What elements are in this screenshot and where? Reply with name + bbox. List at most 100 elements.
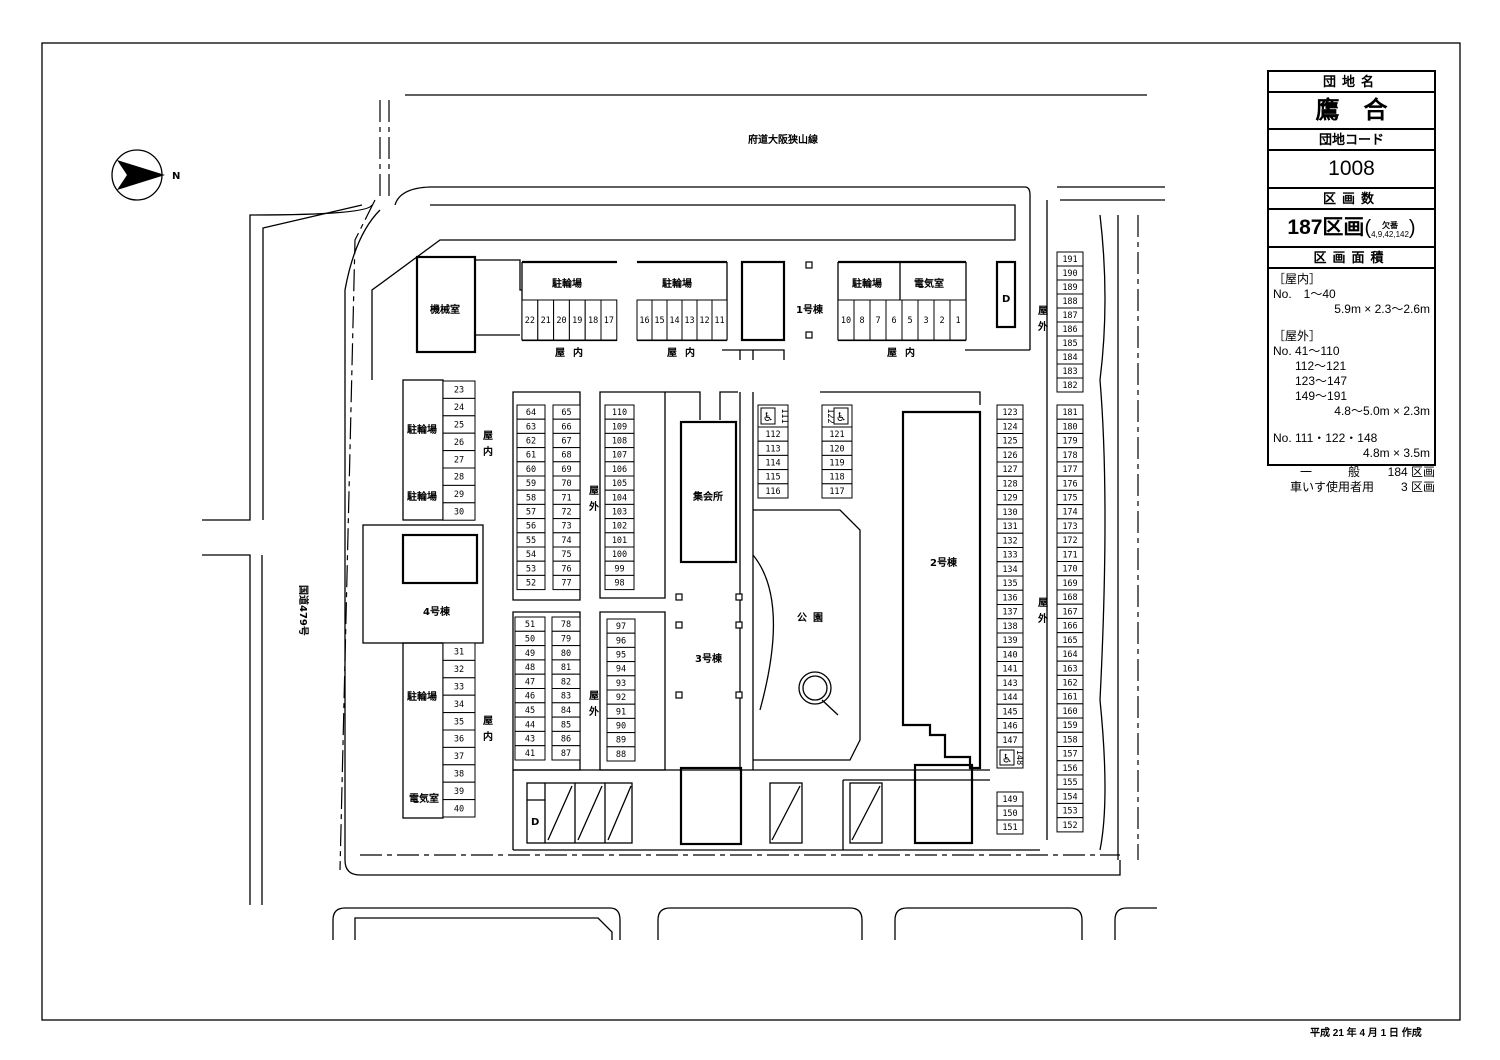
wheelchair-slot: ♿148 [996, 746, 1024, 769]
parking-slot: 45 [514, 702, 546, 718]
parking-slot: 191 [1056, 251, 1084, 267]
parking-slot: 171 [1056, 546, 1084, 563]
parking-slot: 187 [1056, 307, 1084, 323]
parking-slot: 130 [996, 504, 1024, 520]
parking-slot: 145 [996, 703, 1024, 719]
parking-slot: 39 [442, 781, 476, 801]
slot-number: 160 [1062, 707, 1077, 717]
parking-slot: 143 [996, 675, 1024, 691]
slot-number: 16 [639, 316, 649, 326]
parking-slot: 86 [551, 730, 581, 747]
slot-number: 20 [556, 316, 566, 326]
outdoor-range: No. 41〜110 [1273, 344, 1340, 358]
slot-number: 8 [859, 316, 864, 326]
slot-number: 121 [829, 430, 844, 440]
estate-code-header: 団地コード [1269, 130, 1434, 151]
parking-slot: 29 [442, 484, 476, 504]
parking-slot: 138 [996, 618, 1024, 634]
parking-slot: 63 [516, 418, 546, 434]
building2-box [901, 410, 982, 770]
parking-slot: 113 [757, 440, 789, 456]
bike-parking-label: 駐輪場 [662, 277, 692, 290]
parking-slot: 190 [1056, 265, 1084, 281]
slot-number: 59 [526, 479, 536, 489]
slot-number: 72 [561, 508, 571, 518]
parking-slot: 7 [869, 299, 887, 341]
slot-number: 177 [1062, 465, 1077, 475]
parking-slot: 144 [996, 689, 1024, 705]
north-compass-icon: N [111, 149, 180, 201]
parking-slot: 66 [552, 418, 581, 434]
building2-annex [913, 763, 974, 845]
parking-slot: 137 [996, 604, 1024, 620]
parking-slot: 98 [604, 574, 635, 591]
slot-number: 137 [1002, 608, 1017, 618]
slot-number: 86 [561, 735, 571, 745]
parking-slot: 10 [837, 299, 855, 341]
slot-number: 169 [1062, 579, 1077, 589]
parking-slot: 58 [516, 489, 546, 505]
slot-number: 188 [1062, 297, 1077, 307]
building2-label: 2号棟 [930, 556, 958, 569]
parking-slot: 184 [1056, 349, 1084, 365]
slot-number: 69 [561, 465, 571, 475]
slot-number: 17 [604, 316, 614, 326]
parking-slot: 152 [1056, 817, 1084, 833]
slot-number: 153 [1062, 807, 1077, 817]
slot-number: 174 [1062, 508, 1077, 518]
road-north-label: 府道大阪狭山線 [748, 133, 818, 146]
parking-slot: 44 [514, 716, 546, 732]
parking-slot: 126 [996, 447, 1024, 463]
slot-number: 88 [616, 750, 626, 760]
slot-number: 147 [1002, 736, 1017, 746]
slot-number: 135 [1002, 579, 1017, 589]
parking-slot: 85 [551, 716, 581, 732]
parking-slot: 47 [514, 673, 546, 690]
parking-slot: 147 [996, 732, 1024, 748]
slot-number: 112 [765, 430, 780, 440]
parking-slot: 54 [516, 546, 546, 562]
parking-slot: 50 [514, 630, 546, 647]
slot-number: 102 [612, 522, 627, 532]
road-west-label: 国道479号 [297, 585, 310, 636]
slot-number: 83 [561, 692, 571, 702]
parking-slot: 12 [696, 299, 713, 341]
slot-number: 124 [1002, 422, 1017, 432]
slot-number: 82 [561, 677, 571, 687]
parking-slot: 133 [996, 547, 1024, 563]
parking-slot: 38 [442, 764, 476, 783]
missing-numbers: 4,9,42,142 [1371, 229, 1409, 239]
slot-number: 170 [1062, 565, 1077, 575]
dust-box-top [995, 260, 1017, 329]
outdoor-heading: ［屋外］ [1273, 329, 1322, 343]
slot-number: 150 [1002, 809, 1017, 819]
parking-slot: 153 [1056, 802, 1084, 819]
parking-slot: 31 [442, 642, 476, 661]
parking-slot: 176 [1056, 475, 1084, 491]
parking-slot: 129 [996, 490, 1024, 506]
slot-number: 181 [1062, 408, 1077, 418]
indoor-range: No. 1〜40 [1273, 287, 1336, 301]
slot-number: 74 [561, 536, 571, 546]
slot-number: 46 [525, 692, 535, 702]
slot-number: 63 [526, 422, 536, 432]
parking-slot: 15 [651, 299, 668, 341]
slot-number: 53 [526, 564, 536, 574]
slot-number: 186 [1062, 325, 1077, 335]
slot-number: 38 [454, 770, 464, 780]
slot-number: 149 [1002, 795, 1017, 805]
slot-number: 1 [955, 316, 960, 326]
slot-number: 48 [525, 663, 535, 673]
slot-number: 161 [1062, 693, 1077, 703]
slot-number: 12 [699, 316, 709, 326]
slot-number: 94 [616, 665, 626, 675]
parking-slot: 14 [666, 299, 683, 341]
bike-parking-label: 駐輪場 [407, 490, 437, 503]
outdoor-label: 屋外 [587, 690, 600, 722]
electric-room-label: 電気室 [409, 792, 439, 805]
parking-slot: 20 [553, 299, 570, 341]
wheelchair-range: No. 111・122・148 [1273, 431, 1378, 445]
slot-number: 136 [1002, 593, 1017, 603]
parking-slot: 81 [551, 659, 581, 675]
parking-slot: 8 [853, 299, 871, 341]
